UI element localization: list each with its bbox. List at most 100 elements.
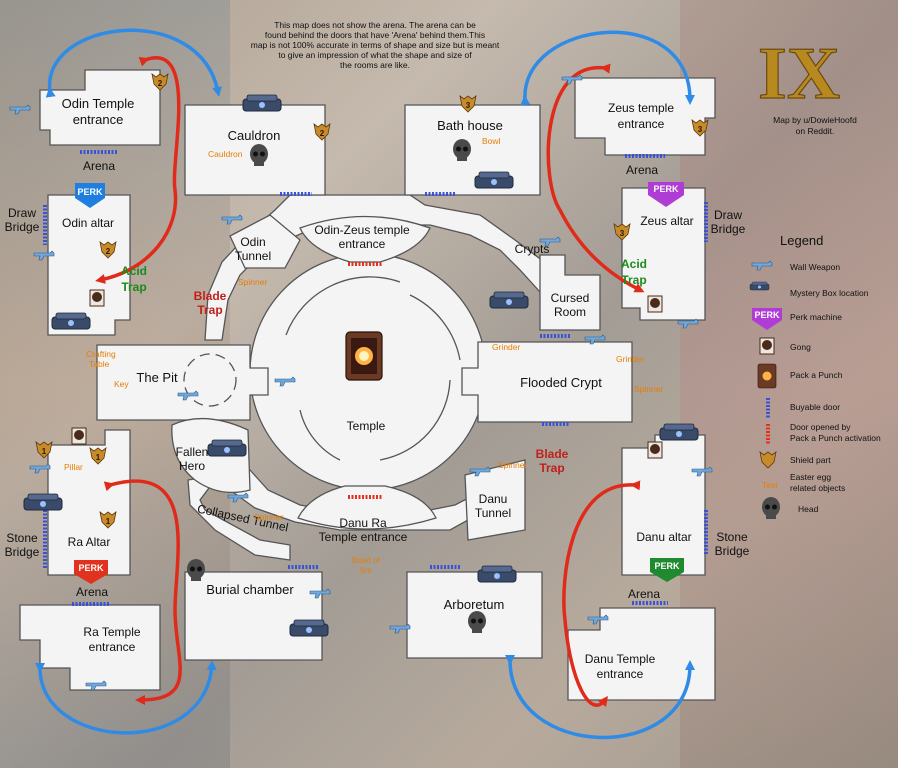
- legend-item: Perk machine: [790, 312, 842, 322]
- shield-number: 2: [158, 79, 163, 88]
- easter-egg-label: Bowl: [482, 136, 501, 146]
- perk-machine-odin: PERK: [75, 183, 105, 208]
- danu-tunnel-room: [464, 459, 526, 541]
- mystery-box-icon: [23, 493, 63, 511]
- room-label: Bath house: [437, 118, 503, 133]
- blade-trap-label: Trap: [197, 303, 222, 317]
- blade-trap-label: Blade: [194, 289, 227, 303]
- room-label: Cursed: [551, 291, 590, 305]
- stone-bridge-label: Stone: [6, 531, 38, 545]
- legend-perk-sample: PERK: [754, 310, 780, 320]
- arena-label: Arena: [626, 163, 658, 177]
- easter-egg-label: fire: [360, 565, 372, 575]
- legend-item: Door opened by: [790, 422, 851, 432]
- room-label: Burial chamber: [206, 582, 294, 597]
- background-right-art: [680, 0, 898, 768]
- perk-machine-ra: PERK: [74, 560, 108, 584]
- mystery-box-icon: [207, 439, 247, 457]
- room-label: Crypts: [515, 242, 550, 256]
- draw-bridge-label: Bridge: [711, 222, 746, 236]
- blade-trap-label: Blade: [536, 447, 569, 461]
- room-label: Danu altar: [636, 530, 691, 544]
- room-label: Zeus altar: [640, 214, 693, 228]
- wall-weapon-icon: [29, 463, 51, 474]
- easter-egg-label: Bowl of: [352, 555, 381, 565]
- gong-icon: [759, 337, 775, 355]
- draw-bridge-label: Bridge: [5, 220, 40, 234]
- gong-icon: [89, 289, 105, 307]
- perk-machine-danu: PERK: [650, 558, 684, 582]
- room-label: entrance: [618, 117, 665, 131]
- room-label: entrance: [89, 640, 136, 654]
- mystery-box-icon: [474, 171, 514, 189]
- mystery-box-icon: [477, 565, 517, 583]
- arena-label: Arena: [76, 585, 108, 599]
- acid-trap-label: Acid: [121, 264, 147, 278]
- easter-egg-label: Spinner: [254, 512, 283, 522]
- wall-weapon-icon: [9, 104, 31, 115]
- mystery-box-icon: [51, 312, 91, 330]
- room-label: entrance: [73, 112, 124, 127]
- easter-egg-label: Table: [89, 359, 110, 369]
- mystery-box-icon: [242, 94, 282, 112]
- odin-tunnel-room: [229, 214, 301, 269]
- easter-egg-label: Spinner: [634, 384, 663, 394]
- note-line: found behind the doors that have 'Arena'…: [265, 30, 485, 40]
- room-label: Hero: [179, 459, 205, 473]
- room-label: Odin-Zeus temple: [314, 223, 410, 237]
- room-label: Ra Temple: [83, 625, 140, 639]
- room-label: Zeus temple: [608, 101, 674, 115]
- legend-item: Wall Weapon: [790, 262, 840, 272]
- stone-bridge-label: Bridge: [5, 545, 40, 559]
- legend-item: Easter egg: [790, 472, 831, 482]
- room-label: The Pit: [136, 370, 178, 385]
- logo: IX: [758, 33, 840, 115]
- note-line: This map does not show the arena. The ar…: [274, 20, 476, 30]
- acid-trap-label: Acid: [621, 257, 647, 271]
- legend-item: Head: [798, 504, 819, 514]
- svg-text:PERK: PERK: [654, 561, 680, 571]
- legend-text-sample: Text: [762, 480, 778, 490]
- room-label: entrance: [597, 667, 644, 681]
- room-label: Odin altar: [62, 216, 114, 230]
- room-label: Fallen: [176, 445, 209, 459]
- room-label: Odin: [240, 235, 265, 249]
- room-label: Flooded Crypt: [520, 375, 602, 390]
- wall-weapon-icon: [221, 214, 243, 225]
- arena-label: Arena: [83, 159, 115, 173]
- flooded-crypt-room: [461, 341, 633, 423]
- credit-line: on Reddit.: [796, 126, 835, 136]
- stone-bridge-label: Bridge: [715, 544, 750, 558]
- room-label: Odin Temple: [62, 96, 135, 111]
- legend-item: Mystery Box location: [790, 288, 869, 298]
- svg-text:PERK: PERK: [653, 184, 679, 194]
- shield-number: 1: [106, 517, 111, 526]
- note-line: map is not 100% accurate in terms of sha…: [251, 40, 500, 50]
- shield-number: 3: [620, 229, 625, 238]
- easter-egg-label: Crafting: [86, 349, 116, 359]
- room-label: Temple entrance: [319, 530, 408, 544]
- danu-ra-entrance: [297, 485, 437, 530]
- room-label: Tunnel: [475, 506, 511, 520]
- room-label: Temple: [347, 419, 386, 433]
- credit-line: Map by u/DowieHoofd: [773, 115, 857, 125]
- legend-item: related objects: [790, 483, 845, 493]
- room-label: Danu Ra: [339, 516, 387, 530]
- legend-item: Shield part: [790, 455, 831, 465]
- shield-number: 1: [96, 453, 101, 462]
- legend: Legend Wall Weapon Mystery Box location …: [749, 233, 881, 519]
- note-line: to give an impression of what the shape …: [278, 50, 472, 60]
- mystery-box-icon: [749, 281, 770, 291]
- gong-icon: [647, 441, 663, 459]
- legend-item: Pack a Punch activation: [790, 433, 881, 443]
- room-label: Arboretum: [444, 597, 505, 612]
- room-label: entrance: [339, 237, 386, 251]
- legend-item: Gong: [790, 342, 811, 352]
- perk-machine-icon: [752, 308, 782, 330]
- shield-number: 3: [466, 101, 471, 110]
- stone-bridge-label: Stone: [716, 530, 748, 544]
- legend-title: Legend: [780, 233, 823, 248]
- shield-number: 2: [106, 247, 111, 256]
- burial-chamber-room: [184, 571, 323, 661]
